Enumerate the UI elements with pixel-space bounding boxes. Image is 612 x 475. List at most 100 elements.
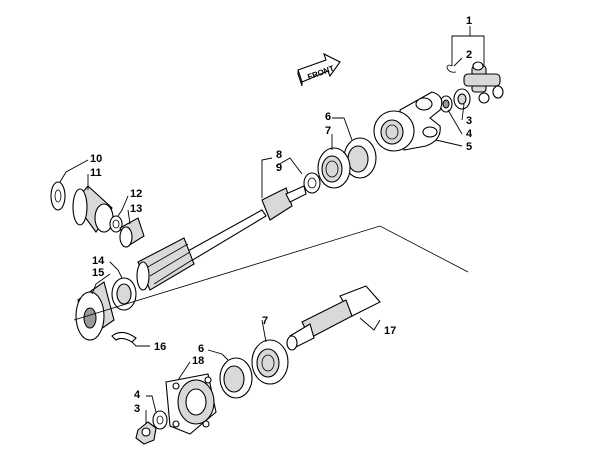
leader-8 xyxy=(261,157,273,198)
bushing-set xyxy=(109,215,145,248)
callout-14: 14 xyxy=(92,255,105,267)
leader-16 xyxy=(131,341,150,347)
assembly-boundary-line xyxy=(73,225,469,321)
upper-bearing-6-race xyxy=(347,145,369,173)
cross-cap-bottom xyxy=(478,92,490,104)
callout-7-lower: 7 xyxy=(262,315,268,327)
leader-14 xyxy=(109,261,123,279)
spline-line-1 xyxy=(145,243,189,269)
leader-6a xyxy=(332,117,353,141)
leader-15 xyxy=(91,273,111,295)
ring-gear-set xyxy=(75,277,137,341)
callout-3-lower: 3 xyxy=(134,403,140,415)
yoke-flange-inner xyxy=(380,119,404,145)
upper-seal-7-bore xyxy=(325,160,339,178)
lower-fastener-set xyxy=(135,410,168,445)
callout-9: 9 xyxy=(276,162,282,174)
leader-5 xyxy=(435,139,463,147)
lower-bearing-7-bore xyxy=(261,354,275,372)
bearing-14-race xyxy=(116,283,132,305)
leader-10 xyxy=(59,159,89,183)
washer-12 xyxy=(109,215,123,233)
shaft-collar xyxy=(261,187,293,221)
spline-line-2 xyxy=(149,251,191,277)
ring-gear-15-bore xyxy=(83,307,97,329)
leader-6b xyxy=(207,349,229,361)
front-arrow-badge: FRONT xyxy=(297,52,341,87)
callout-1: 1 xyxy=(466,15,472,27)
leader-1 xyxy=(469,26,485,66)
callout-labels: 1 2 3 4 5 6 7 8 9 10 11 12 13 14 15 16 7… xyxy=(90,15,473,415)
upper-washer-3-hole xyxy=(457,93,467,105)
housing-bolt-hole-3 xyxy=(172,420,180,428)
cross-cap-right xyxy=(492,85,504,99)
drive-shaft-8 xyxy=(136,185,307,291)
output-shaft-tip xyxy=(286,335,298,351)
callout-16: 16 xyxy=(154,341,166,353)
leader-17 xyxy=(359,317,381,331)
cross-cap-top xyxy=(472,61,484,71)
bearing-housing-18 xyxy=(165,373,217,435)
output-shaft-17 xyxy=(286,285,381,351)
shaft-spline-end xyxy=(285,185,307,203)
upper-bearing-set xyxy=(303,137,377,194)
front-arrow-shape xyxy=(297,52,341,83)
pinion-gear-11-face xyxy=(72,188,88,226)
callout-15: 15 xyxy=(92,267,104,279)
leader-1b xyxy=(451,35,470,66)
leader-4b xyxy=(146,395,157,413)
callout-6-lower: 6 xyxy=(198,343,204,355)
callout-4-upper: 4 xyxy=(466,128,473,140)
yoke-ear-hole-top xyxy=(415,97,433,111)
upper-washer-9-hole xyxy=(307,177,317,189)
universal-joint-assembly xyxy=(446,61,504,104)
washer-12-hole xyxy=(112,219,120,229)
callout-2: 2 xyxy=(466,49,472,61)
lower-nut-3-hole xyxy=(141,427,151,437)
leader-3a xyxy=(461,103,465,121)
callout-6-upper: 6 xyxy=(325,111,331,123)
washer-10-hole xyxy=(54,189,62,203)
spline-line-3 xyxy=(153,259,193,285)
lower-washer-4-hole xyxy=(156,415,164,425)
lower-bearing-7-race xyxy=(256,348,280,378)
housing-bore xyxy=(185,388,207,416)
bushing-13-face xyxy=(119,226,133,248)
callout-10: 10 xyxy=(90,153,102,165)
callout-3-upper: 3 xyxy=(466,115,472,127)
leader-7b xyxy=(261,319,267,343)
front-arrow-depth xyxy=(297,69,303,87)
upper-seal-set xyxy=(439,88,471,113)
leader-12 xyxy=(117,195,129,217)
cross-bearing-horizontal xyxy=(463,73,501,87)
upper-washer-9 xyxy=(303,172,321,194)
yoke-ear-hole-bottom xyxy=(422,126,438,138)
upper-seal-4-hole xyxy=(442,99,450,109)
leader-lines xyxy=(59,26,485,424)
callout-4-lower: 4 xyxy=(134,389,141,401)
upper-seal-7-race xyxy=(321,155,343,183)
housing-bolt-hole-4 xyxy=(202,420,210,428)
callout-8: 8 xyxy=(276,149,282,161)
leader-9 xyxy=(275,157,303,175)
housing-bolt-hole-2 xyxy=(204,376,212,384)
snap-ring-16 xyxy=(111,331,137,343)
leader-4a xyxy=(447,109,463,135)
callout-13: 13 xyxy=(130,203,142,215)
callout-5: 5 xyxy=(466,141,472,153)
shaft-end-face xyxy=(136,261,150,291)
yoke-spline xyxy=(385,124,399,140)
lower-washer-4 xyxy=(152,410,168,430)
callout-12: 12 xyxy=(130,188,142,200)
callout-18: 18 xyxy=(192,355,204,367)
callout-17: 17 xyxy=(384,325,396,337)
callout-11: 11 xyxy=(90,167,102,179)
leader-13 xyxy=(127,209,131,225)
lower-seal-6-race xyxy=(223,365,245,393)
snap-ring-2 xyxy=(446,64,457,73)
yoke-5 xyxy=(373,91,443,152)
lower-bearing-set xyxy=(219,339,289,399)
leader-2 xyxy=(453,57,463,67)
